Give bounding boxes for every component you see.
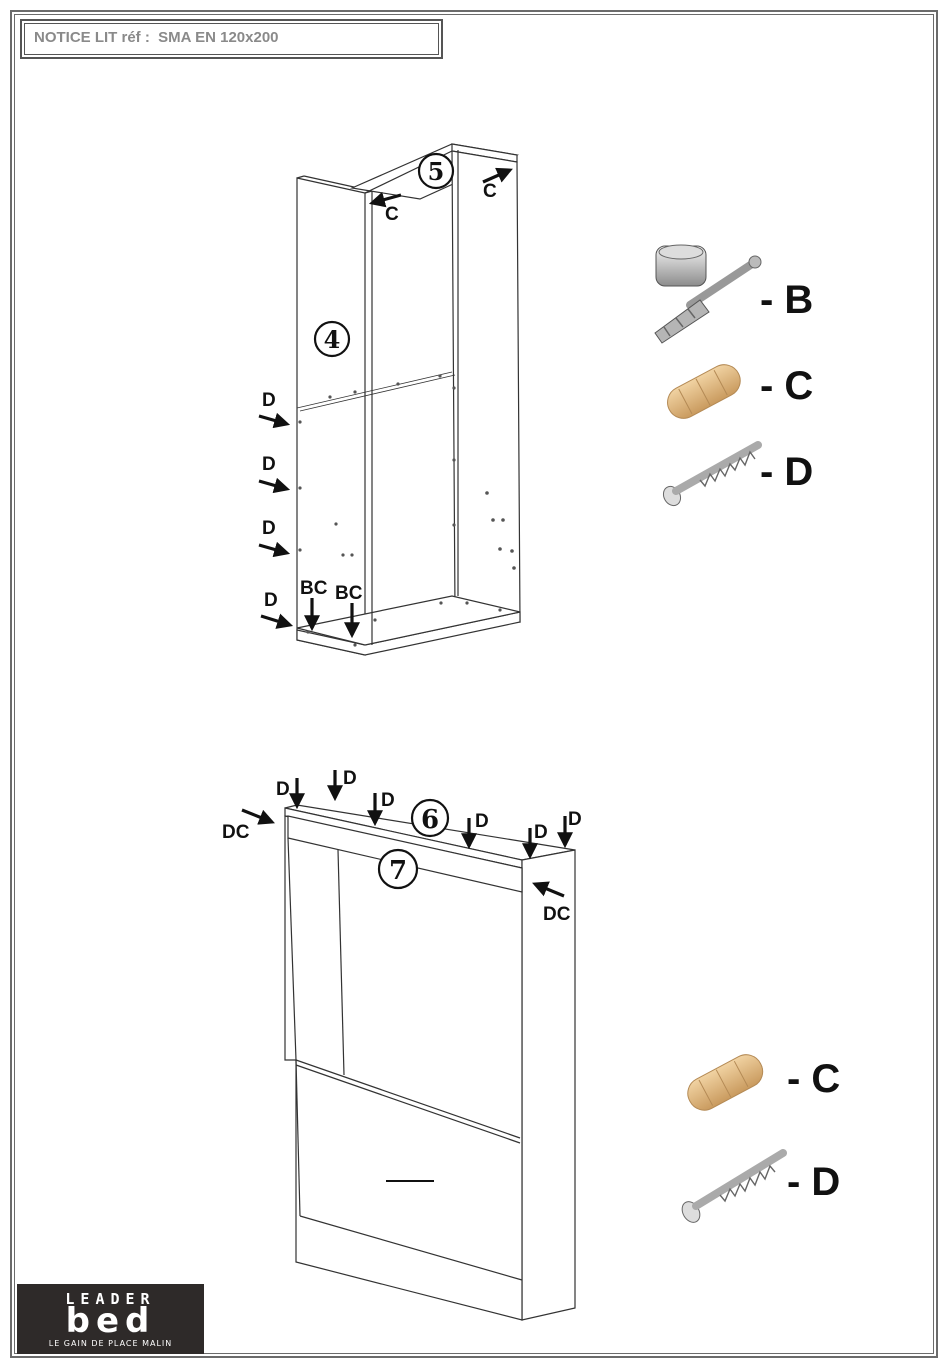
label-d-2: D <box>262 454 276 475</box>
label-d-top-1: D <box>276 779 290 800</box>
logo-tagline: LE GAIN DE PLACE MALIN <box>17 1339 204 1348</box>
label-dc-left: DC <box>222 822 250 843</box>
label-d-4: D <box>264 590 278 611</box>
label-dc-right: DC <box>543 904 571 925</box>
part-number-7-label: 7 <box>389 856 407 886</box>
label-bc-2: BC <box>335 583 363 604</box>
step2-cabinet <box>285 805 575 1320</box>
screw-icon-bottom <box>679 1153 783 1226</box>
hardware-label-b: - B <box>760 278 813 323</box>
hardware-label-d-bottom: - D <box>787 1160 840 1205</box>
cam-lock-bolt-icon <box>655 245 761 343</box>
part-number-4: 4 <box>315 322 349 356</box>
logo-bed: bed <box>17 1304 204 1338</box>
wooden-dowel-icon <box>662 359 746 424</box>
part-number-6: 6 <box>412 800 448 836</box>
wooden-dowel-icon-bottom <box>682 1049 768 1116</box>
part-number-5: 5 <box>419 154 453 188</box>
label-c-right: C <box>483 181 497 202</box>
label-d-top-5: D <box>534 822 548 843</box>
label-d-top-6: D <box>568 809 582 830</box>
label-c-left: C <box>385 204 399 225</box>
hardware-label-c-bottom: - C <box>787 1057 840 1102</box>
step1-frame <box>297 144 520 655</box>
label-d-top-3: D <box>381 790 395 811</box>
label-bc-1: BC <box>300 578 328 599</box>
hardware-label-c: - C <box>760 364 813 409</box>
part-number-7: 7 <box>379 850 417 888</box>
leaderbed-logo: LEADER bed LE GAIN DE PLACE MALIN <box>17 1284 204 1354</box>
label-d-3: D <box>262 518 276 539</box>
screw-icon <box>660 445 758 509</box>
label-d-top-2: D <box>343 768 357 789</box>
hardware-label-d: - D <box>760 450 813 495</box>
part-number-4-label: 4 <box>324 325 341 354</box>
label-d-top-4: D <box>475 811 489 832</box>
part-number-6-label: 6 <box>421 805 439 835</box>
part-number-5-label: 5 <box>428 157 445 186</box>
label-d-1: D <box>262 390 276 411</box>
